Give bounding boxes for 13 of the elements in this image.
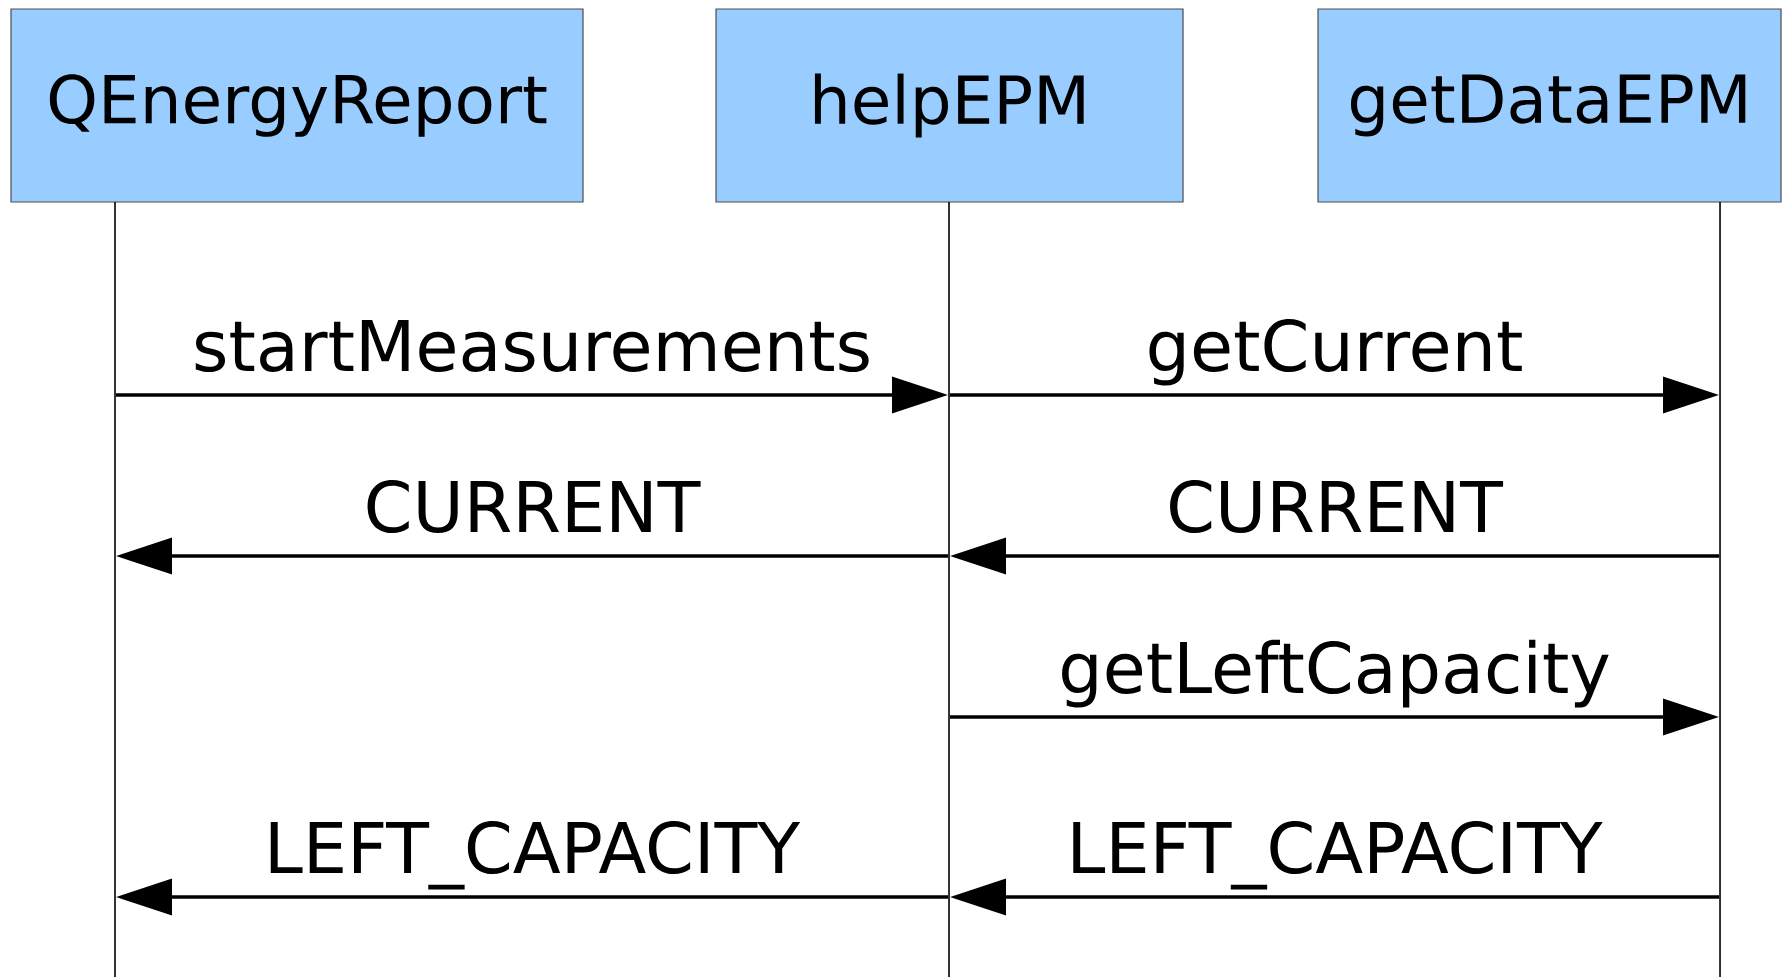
message-label: getCurrent <box>1149 319 1522 386</box>
lifeline-header-box: getDataEPM <box>1317 8 1782 203</box>
lifeline <box>948 202 950 977</box>
lifeline-header-box: helpEPM <box>715 8 1184 203</box>
message-label: CURRENT <box>1170 480 1504 533</box>
message-label: CURRENT <box>367 480 701 533</box>
message-label: getLeftCapacity <box>1062 639 1609 708</box>
lifeline <box>1719 202 1721 977</box>
lifeline <box>114 202 116 977</box>
message-label: LEFT_CAPACITY <box>1073 821 1603 890</box>
message-label: LEFT_CAPACITY <box>270 821 801 890</box>
lifeline-header-box: QEnergyReport <box>10 8 584 203</box>
message-label: startMeasurements <box>195 319 869 372</box>
